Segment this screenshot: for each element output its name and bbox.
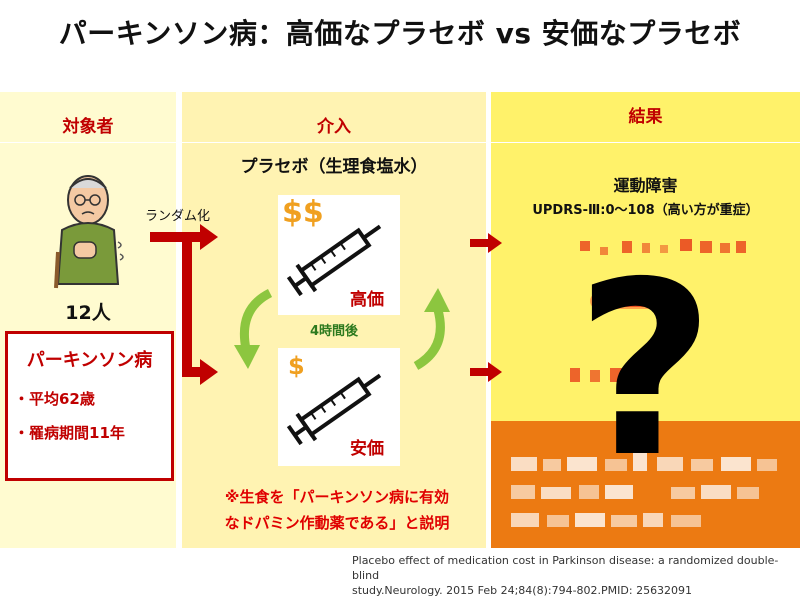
result-arrow-expensive bbox=[470, 233, 502, 253]
patient-profile-box: パーキンソン病 ・平均62歳 ・罹病期間11年 bbox=[5, 331, 174, 481]
bullet-disease-duration: ・罹病期間11年 bbox=[14, 424, 125, 442]
dollar-symbol-expensive: $$ bbox=[282, 195, 324, 230]
results-summary-panel bbox=[491, 421, 800, 548]
mosaic-summary-text bbox=[511, 443, 777, 527]
cheap-placebo-card: $ 安価 bbox=[278, 348, 400, 466]
intervention-subtitle: プラセボ（生理食塩水） bbox=[240, 157, 428, 177]
mosaic-result-cheap bbox=[570, 368, 660, 382]
dollar-symbol-cheap: $ bbox=[288, 352, 305, 380]
citation-line-2: study.Neurology. 2015 Feb 24;84(8):794-8… bbox=[352, 584, 693, 597]
mosaic-result-expensive bbox=[580, 239, 746, 255]
outcome-scale: UPDRS-Ⅲ:0～108（高い方が重症） bbox=[532, 203, 759, 218]
citation: Placebo effect of medication cost in Par… bbox=[352, 553, 792, 598]
note-line-1: ※生食を「パーキンソン病に有効 bbox=[224, 488, 450, 506]
page-title: パーキンソン病：高価なプラセボ vs 安価なプラセボ bbox=[58, 17, 742, 50]
header-divider bbox=[0, 142, 176, 143]
crossover-arrow-left bbox=[234, 288, 273, 369]
intervention-header: 介入 bbox=[317, 117, 351, 137]
randomize-label: ランダム化 bbox=[145, 209, 211, 224]
subject-count: 12人 bbox=[65, 302, 111, 324]
syringe-icon bbox=[286, 373, 382, 446]
result-arrow-cheap bbox=[470, 362, 502, 382]
expensive-placebo-card: $$ 高価 bbox=[278, 195, 400, 315]
intervention-column: 介入 bbox=[182, 92, 486, 548]
disease-name: パーキンソン病 bbox=[26, 350, 153, 371]
elderly-patient-icon bbox=[54, 175, 124, 289]
randomization-arrows bbox=[150, 224, 218, 385]
citation-line-1: Placebo effect of medication cost in Par… bbox=[352, 554, 779, 582]
header-divider bbox=[491, 142, 800, 143]
header-divider bbox=[182, 142, 486, 143]
crossover-label: 4時間後 bbox=[309, 324, 359, 339]
bullet-mean-age: ・平均62歳 bbox=[14, 390, 95, 408]
outcome-title: 運動障害 bbox=[613, 176, 678, 195]
crossover-arrow-right bbox=[413, 288, 450, 370]
explanation-note: ※生食を「パーキンソン病に有効 なドパミン作動薬である」と説明 bbox=[192, 484, 482, 536]
question-mark-icon: ? bbox=[575, 230, 715, 510]
results-header: 結果 bbox=[628, 107, 663, 127]
expensive-label: 高価 bbox=[350, 290, 384, 310]
note-line-2: なドパミン作動薬である」と説明 bbox=[224, 514, 450, 532]
mosaic-arrow-expensive bbox=[590, 293, 690, 309]
subjects-header: 対象者 bbox=[62, 117, 114, 137]
syringe-icon bbox=[286, 224, 382, 297]
cheap-label: 安価 bbox=[350, 439, 384, 459]
